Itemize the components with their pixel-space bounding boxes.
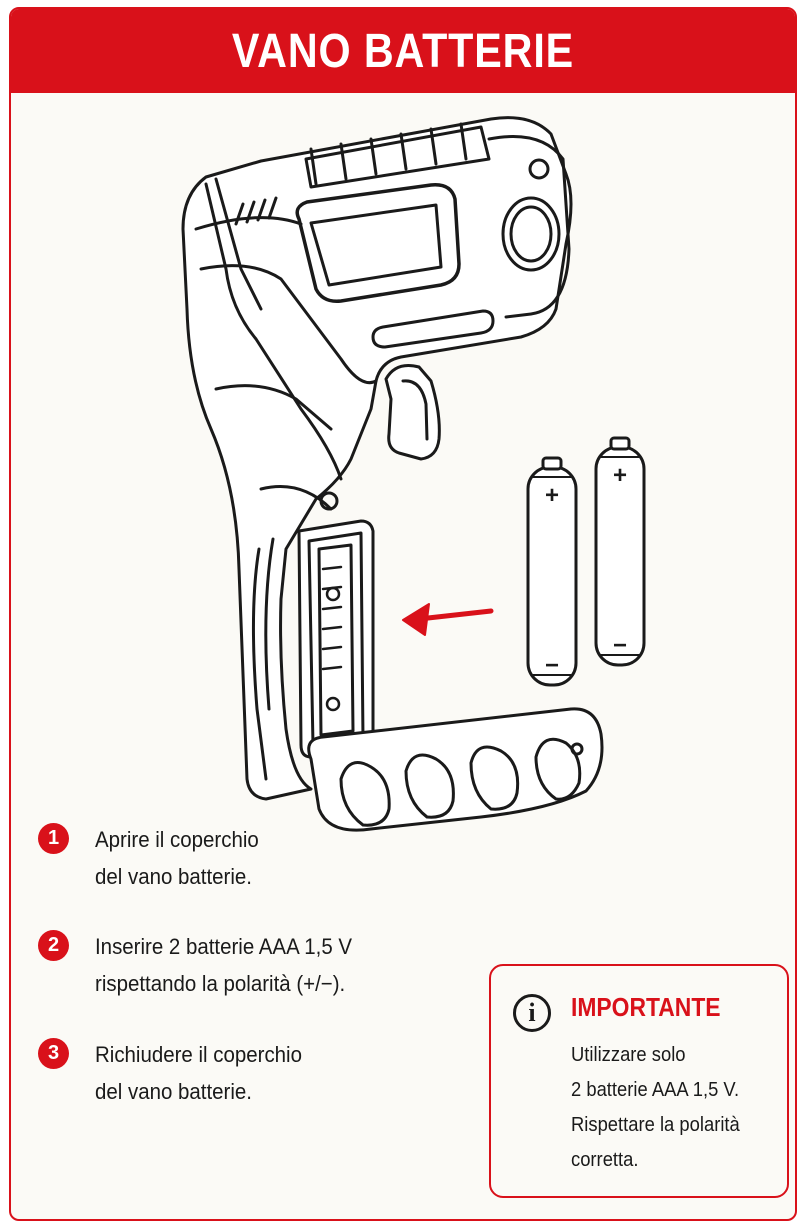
note-title: IMPORTANTE [571,992,721,1022]
important-note: i IMPORTANTE Utilizzare solo 2 batterie … [489,964,789,1198]
battery-right-minus-label: − [613,632,627,659]
step-line: del vano batterie. [95,1079,252,1104]
battery-left [526,456,578,687]
battery-cover [307,707,604,832]
instruction-sheet: VANO BATTERIE [9,7,797,1221]
header-banner: VANO BATTERIE [11,9,795,93]
step-number-badge: 3 [38,1038,69,1069]
step-line: Inserire 2 batterie AAA 1,5 V [95,934,353,959]
step-line: rispettando la polarità (+/−). [95,971,346,996]
note-body: Utilizzare solo 2 batterie AAA 1,5 V. Ri… [571,1038,740,1178]
thermometer-body [181,116,573,801]
step-text: Richiudere il coperchio del vano batteri… [95,1036,302,1110]
step-number-badge: 1 [38,823,69,854]
step-line: Aprire il coperchio [95,827,259,852]
insert-arrow [402,603,494,636]
note-line: Utilizzare solo [571,1044,686,1066]
battery-left-plus-label: + [545,482,559,509]
step-1: 1 Aprire il coperchio del vano batterie. [38,821,271,895]
step-number-badge: 2 [38,930,69,961]
thermometer-battery-illustration: + − + − [181,116,646,832]
step-line: del vano batterie. [95,864,252,889]
step-text: Inserire 2 batterie AAA 1,5 V rispettand… [95,928,352,1002]
battery-right-plus-label: + [613,462,627,489]
note-line: 2 batterie AAA 1,5 V. [571,1079,740,1101]
step-line: Richiudere il coperchio [95,1042,302,1067]
note-line: corretta. [571,1149,639,1171]
battery-compartment [297,519,375,759]
info-icon: i [513,994,551,1032]
note-line: Rispettare la polarità [571,1114,740,1136]
page-title: VANO BATTERIE [231,24,575,78]
step-2: 2 Inserire 2 batterie AAA 1,5 V rispetta… [38,928,371,1002]
battery-right [594,436,646,667]
battery-left-minus-label: − [545,652,559,679]
step-text: Aprire il coperchio del vano batterie. [95,821,259,895]
step-3: 3 Richiudere il coperchio del vano batte… [38,1036,318,1110]
